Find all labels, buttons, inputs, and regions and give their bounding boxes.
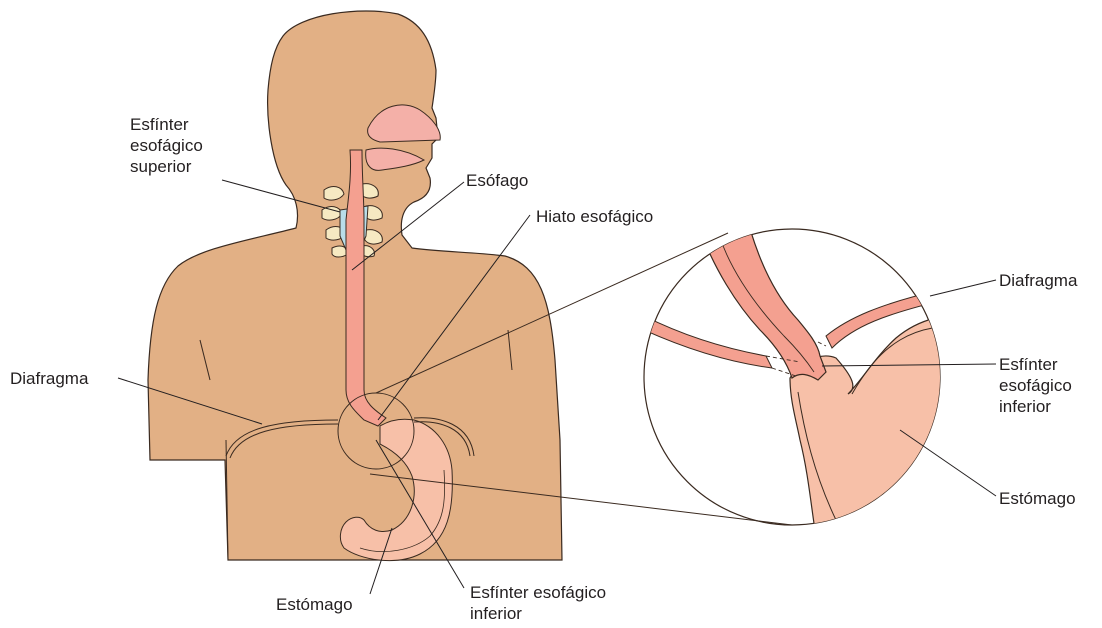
diaphragm-right-label: Diafragma (999, 270, 1077, 291)
upper-sphincter-label: Esfínter esofágico superior (130, 114, 203, 177)
magnified-detail (644, 222, 1000, 580)
stomach-right-label: Estómago (999, 488, 1076, 509)
lower-sphincter-right-label: Esfínter esofágico inferior (999, 354, 1072, 417)
esophagus-label: Esófago (466, 170, 528, 191)
hiatus-label: Hiato esofágico (536, 206, 653, 227)
diaphragm-left-label: Diafragma (10, 368, 88, 389)
stomach-bottom-label: Estómago (276, 594, 353, 615)
lower-sphincter-bottom-label: Esfínter esofágico inferior (470, 582, 606, 624)
